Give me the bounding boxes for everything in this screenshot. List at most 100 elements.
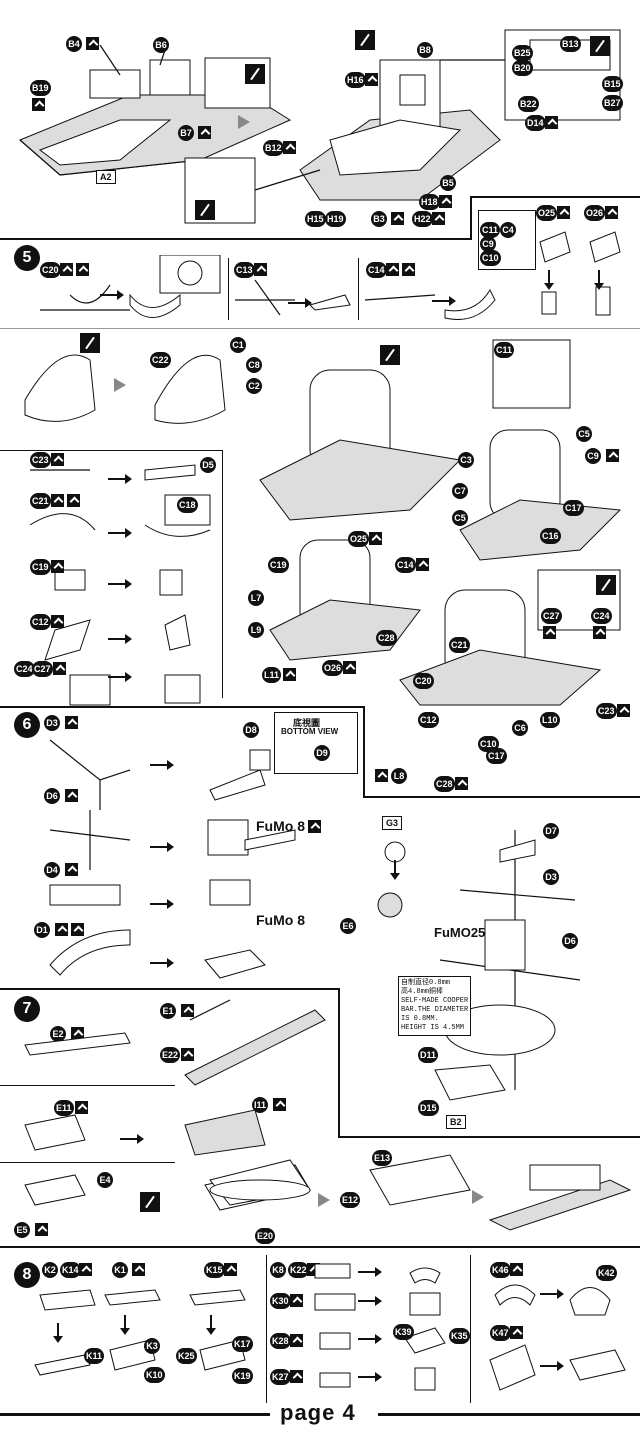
arrow-right-icon [114,378,126,392]
callout: K28 [270,1333,291,1349]
arrow-right-icon [100,290,124,300]
callout: B7 [178,125,194,141]
divider [228,258,229,320]
callout: O25 [536,205,558,221]
callout: C11 [494,342,515,358]
tower-assembly-diagram [24,339,622,706]
fold-up-icon [391,212,404,225]
callout: K2 [42,1262,58,1278]
divider [470,1255,471,1403]
callout: K27 [270,1369,291,1385]
step-number: 8 [14,1262,40,1288]
callout: K3 [144,1338,160,1354]
page-number: page 4 [280,1400,356,1425]
callout: K25 [176,1348,197,1364]
callout: B8 [417,42,433,58]
callout: C16 [540,528,561,544]
step-number: 6 [14,712,40,738]
divider [0,1162,175,1163]
fold-up-icon [79,1263,92,1276]
callout: K14 [60,1262,81,1278]
divider [0,1246,640,1248]
divider [363,796,640,798]
arrow-right-icon [540,1361,564,1371]
callout: D1 [34,922,50,938]
arrow-down-icon [594,270,604,290]
fold-up-icon [402,263,415,276]
fold-up-icon [343,661,356,674]
arrow-right-icon [358,1334,382,1344]
step7-aircraft-assembly [209,1154,632,1231]
arrow-right-icon [358,1267,382,1277]
callout: C4 [500,222,516,238]
fold-up-icon [283,668,296,681]
step8-platform-parts [489,1284,626,1391]
callout: K19 [232,1368,253,1384]
bottom-view-box: 底視圖 BOTTOM VIEW [274,712,358,774]
fold-up-icon [51,615,64,628]
callout: K30 [270,1293,291,1309]
callout: E20 [255,1228,276,1244]
callout: L9 [248,622,264,638]
divider [0,328,640,329]
callout: I11 [252,1097,269,1113]
fold-up-icon [224,1263,237,1276]
fold-up-icon [386,263,399,276]
divider [0,706,365,708]
fold-up-icon [32,98,45,111]
arrow-down-icon [206,1315,216,1335]
fold-up-icon [290,1334,303,1347]
fold-up-icon [51,494,64,507]
divider [338,1136,640,1138]
step-number: 5 [14,245,40,271]
callout: C20 [40,262,61,278]
glue-icon [140,1192,160,1212]
fold-up-icon [181,1004,194,1017]
callout: D8 [243,722,259,738]
callout: C24 [14,661,35,677]
callout: C3 [458,452,474,468]
callout: K47 [490,1325,511,1341]
divider [0,238,470,240]
arrow-right-icon [108,528,132,538]
callout: K22 [288,1262,309,1278]
callout: D14 [525,115,546,131]
arrow-down-icon [53,1323,63,1343]
callout: B20 [512,60,533,76]
callout: C23 [30,452,51,468]
arrow-right-icon [540,1289,564,1299]
callout: D3 [44,715,60,731]
fold-up-icon [545,116,558,129]
fumo8-label: FuMo 8 [256,818,305,834]
callout: K35 [449,1328,470,1344]
callout: K15 [204,1262,225,1278]
callout: K42 [596,1265,617,1281]
step5-parts-o25-o26 [539,231,621,316]
callout: O26 [584,205,606,221]
fold-up-icon [86,37,99,50]
fold-up-icon [369,532,382,545]
glue-icon [80,333,100,353]
callout: C10 [480,250,501,266]
note-box: 自制直径0.8mm 高4.8mm銅棒 SELF-MADE COOPER BAR.… [398,976,472,1036]
glue-icon [590,36,610,56]
fold-up-icon [605,206,618,219]
fold-up-icon [51,453,64,466]
callout: B25 [512,45,533,61]
arrow-right-icon [108,634,132,644]
fold-up-icon [60,263,73,276]
callout: B22 [518,96,539,112]
callout: H19 [325,211,346,227]
callout: C14 [395,557,416,573]
callout: H22 [412,211,433,227]
callout: B5 [440,175,456,191]
fold-up-icon [617,704,630,717]
callout: C20 [413,673,434,689]
callout: C28 [434,776,455,792]
fold-up-icon [510,1263,523,1276]
fold-up-icon [181,1048,194,1061]
fold-up-icon [76,263,89,276]
callout: C8 [246,357,262,373]
callout: C13 [234,262,255,278]
arrow-right-icon [238,115,250,129]
